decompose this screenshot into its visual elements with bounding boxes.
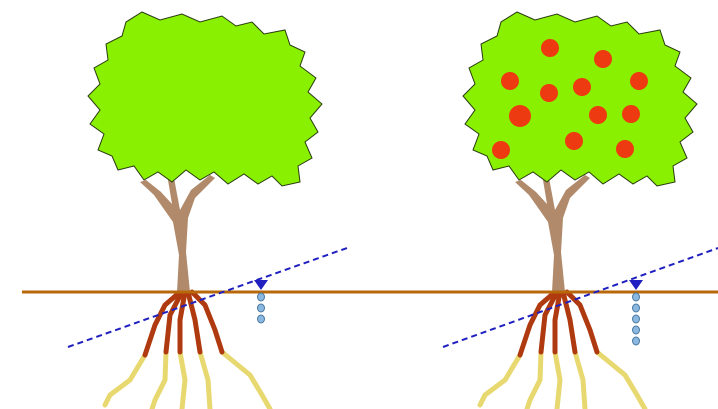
water-indicator-right xyxy=(443,248,718,347)
water-level-line xyxy=(68,248,347,347)
tree-right-canopy xyxy=(463,12,697,186)
water-indicator-left xyxy=(68,248,347,347)
water-droplet xyxy=(633,293,640,301)
water-droplet xyxy=(258,304,265,312)
fruit xyxy=(594,50,612,68)
tree-right-roots xyxy=(480,292,645,409)
fruit xyxy=(616,140,634,158)
fruit xyxy=(540,84,558,102)
water-droplets xyxy=(633,293,640,345)
fruit xyxy=(492,141,510,159)
water-level-marker-icon xyxy=(629,280,643,290)
water-droplet xyxy=(633,304,640,312)
tree-left-trunk xyxy=(140,175,215,292)
fruit xyxy=(565,132,583,150)
fruit xyxy=(573,78,591,96)
water-droplet xyxy=(633,315,640,323)
water-droplet xyxy=(633,337,640,345)
tree-right-trunk xyxy=(515,175,590,292)
fruit xyxy=(630,72,648,90)
water-droplets xyxy=(258,293,265,323)
fruit xyxy=(501,72,519,90)
water-droplet xyxy=(258,293,265,301)
fruit xyxy=(589,106,607,124)
fruit xyxy=(622,105,640,123)
tree-left-canopy xyxy=(88,12,322,186)
tree-left-roots xyxy=(105,292,270,409)
tree-right xyxy=(463,12,697,409)
tree-left xyxy=(88,12,322,409)
water-level-marker-icon xyxy=(254,280,268,290)
fruit xyxy=(509,105,531,127)
water-level-line xyxy=(443,248,718,347)
water-droplet xyxy=(633,326,640,334)
fruit xyxy=(541,39,559,57)
water-droplet xyxy=(258,315,265,323)
